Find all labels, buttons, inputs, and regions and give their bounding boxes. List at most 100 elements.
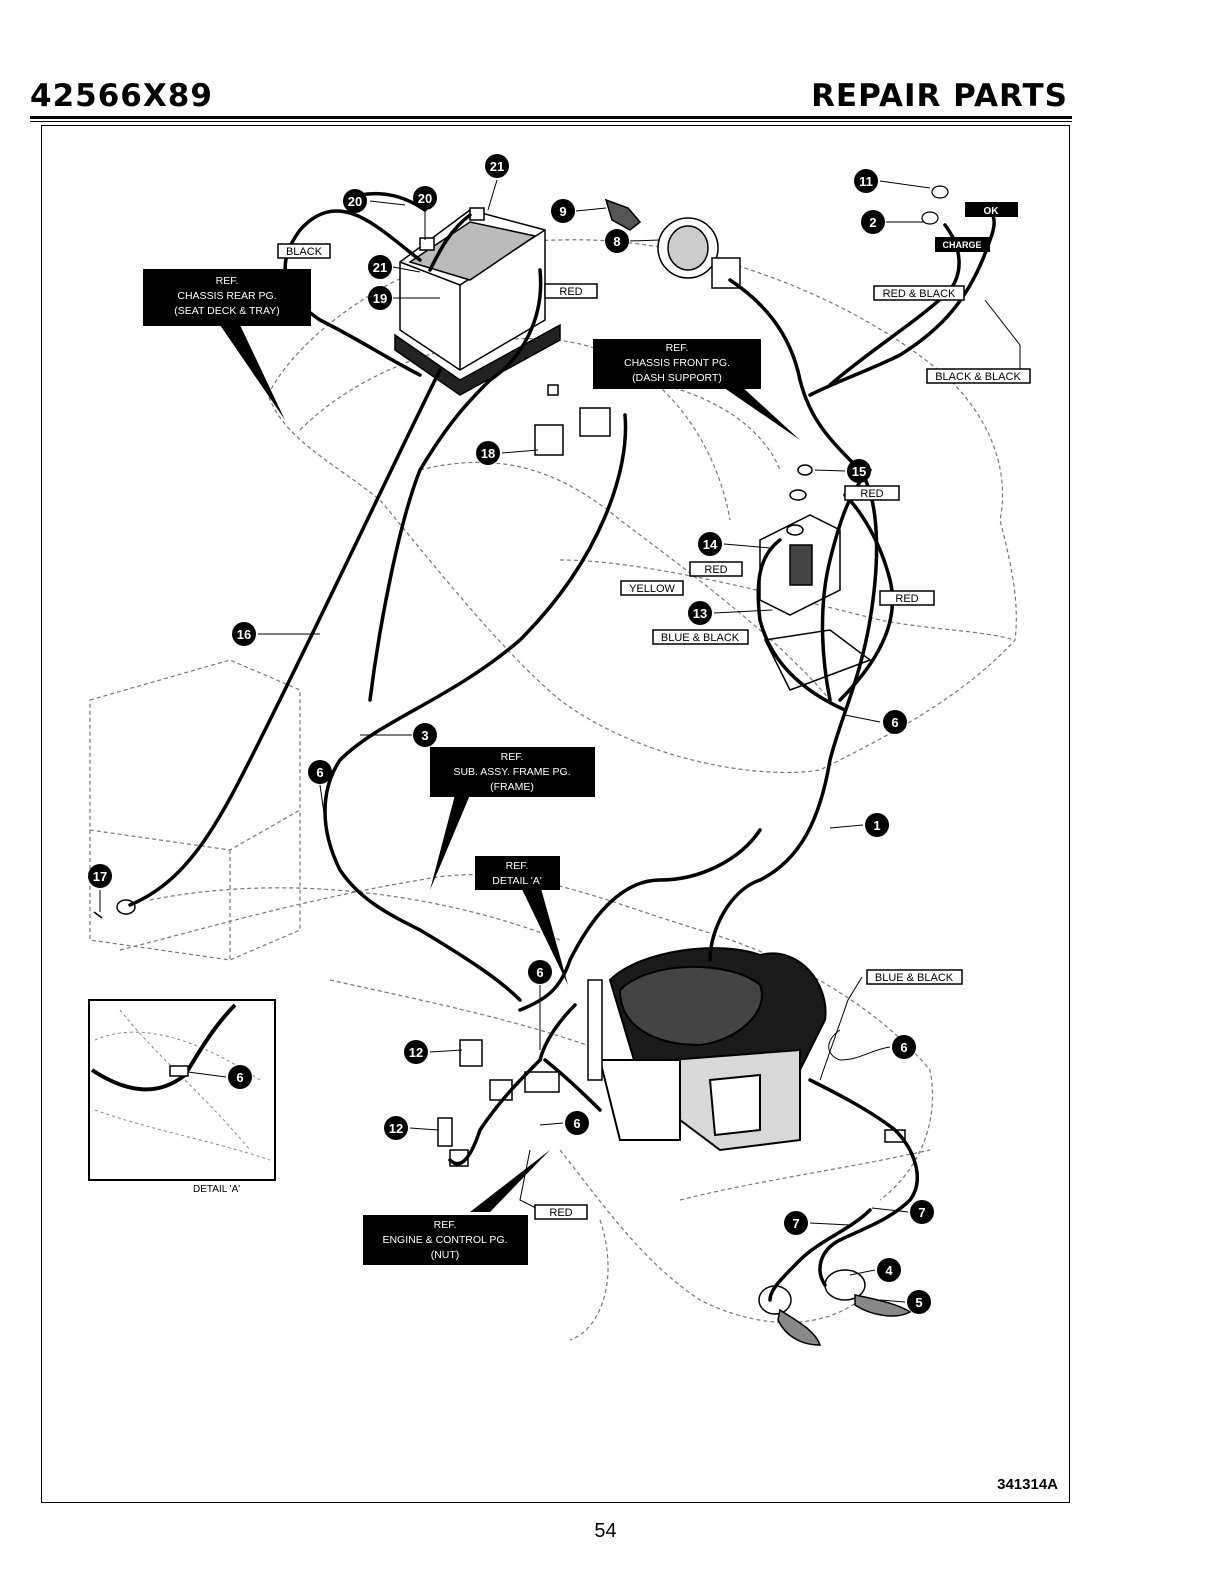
detail-a-label: DETAIL 'A' bbox=[193, 1184, 241, 1195]
svg-text:6: 6 bbox=[900, 1040, 907, 1055]
wire-tag-red: RED bbox=[534, 1204, 588, 1220]
page-number: 54 bbox=[594, 1520, 617, 1542]
leader-lines bbox=[99, 179, 1021, 1303]
svg-text:YELLOW: YELLOW bbox=[629, 583, 675, 595]
callout-marker: 7 bbox=[910, 1200, 934, 1224]
ref-front-line2: CHASSIS FRONT PG. bbox=[624, 357, 730, 369]
ref-box-frame: REF. SUB. ASSY. FRAME PG. (FRAME) bbox=[430, 747, 595, 797]
callout-marker: 2 bbox=[861, 210, 885, 234]
ref-frame-line2: SUB. ASSY. FRAME PG. bbox=[453, 766, 570, 778]
fuse-holders bbox=[437, 1039, 560, 1167]
callout-group: 21 20 20 21 19 9 8 11 2 18 15 14 13 16 6… bbox=[88, 154, 934, 1314]
svg-text:15: 15 bbox=[852, 464, 866, 479]
seat-switch bbox=[534, 384, 611, 456]
header-rule bbox=[30, 116, 1072, 119]
ref-detail-line1: REF. bbox=[506, 860, 529, 872]
callout-marker: 12 bbox=[384, 1116, 408, 1140]
callout-marker: 15 bbox=[847, 459, 871, 483]
header-rule-thin bbox=[30, 121, 1072, 122]
svg-text:6: 6 bbox=[316, 765, 323, 780]
ref-frame-line3: (FRAME) bbox=[490, 781, 534, 793]
svg-text:8: 8 bbox=[613, 234, 620, 249]
svg-text:5: 5 bbox=[915, 1295, 922, 1310]
wire-tag-red-black: RED & BLACK bbox=[873, 285, 965, 301]
indicator-lamps bbox=[921, 185, 949, 225]
callout-marker: 18 bbox=[476, 441, 500, 465]
callout-marker: 6 bbox=[883, 710, 907, 734]
callout-marker: 14 bbox=[698, 532, 722, 556]
callout-marker: 6 bbox=[892, 1035, 916, 1059]
callout-marker: 1 bbox=[865, 813, 889, 837]
ref-box-rear: REF. CHASSIS REAR PG. (SEAT DECK & TRAY) bbox=[143, 269, 311, 326]
callout-marker: 4 bbox=[877, 1258, 901, 1282]
svg-text:OK: OK bbox=[984, 206, 1000, 217]
svg-text:6: 6 bbox=[573, 1116, 580, 1131]
ref-front-line3: (DASH SUPPORT) bbox=[632, 372, 722, 384]
svg-text:BLACK & BLACK: BLACK & BLACK bbox=[935, 371, 1021, 383]
svg-text:3: 3 bbox=[421, 728, 428, 743]
page-title: REPAIR PARTS bbox=[811, 78, 1068, 114]
callout-marker: 6 bbox=[528, 960, 552, 984]
ref-box-engine: REF. ENGINE & CONTROL PG. (NUT) bbox=[363, 1215, 528, 1265]
svg-text:BLUE & BLACK: BLUE & BLACK bbox=[875, 972, 954, 984]
diagram-frame bbox=[41, 125, 1070, 1503]
svg-text:2: 2 bbox=[869, 215, 876, 230]
wire-tag-red: RED bbox=[844, 485, 900, 501]
callout-marker: 11 bbox=[854, 169, 878, 193]
callout-marker: 19 bbox=[368, 286, 392, 310]
svg-text:1: 1 bbox=[873, 818, 880, 833]
svg-text:RED & BLACK: RED & BLACK bbox=[883, 288, 956, 300]
svg-text:20: 20 bbox=[418, 191, 432, 206]
callout-marker: 21 bbox=[368, 255, 392, 279]
wire-tag-red: RED bbox=[544, 283, 598, 299]
svg-text:BLACK: BLACK bbox=[286, 246, 323, 258]
ref-engine-line1: REF. bbox=[434, 1219, 457, 1231]
wire-tag-red: RED bbox=[879, 590, 935, 606]
svg-text:19: 19 bbox=[373, 291, 387, 306]
svg-text:BLUE & BLACK: BLUE & BLACK bbox=[661, 632, 740, 644]
wire-tag-black-black: BLACK & BLACK bbox=[926, 368, 1031, 384]
svg-text:11: 11 bbox=[859, 174, 873, 189]
ref-engine-line2: ENGINE & CONTROL PG. bbox=[382, 1234, 507, 1246]
svg-text:CHARGE: CHARGE bbox=[942, 240, 981, 250]
svg-text:20: 20 bbox=[348, 194, 362, 209]
callout-marker: 5 bbox=[907, 1290, 931, 1314]
ref-rear-line2: CHASSIS REAR PG. bbox=[177, 290, 276, 302]
svg-text:18: 18 bbox=[481, 446, 495, 461]
callout-marker: 21 bbox=[485, 154, 509, 178]
wire-tag-blue-black: BLUE & BLACK bbox=[652, 629, 749, 645]
model-number: 42566X89 bbox=[30, 78, 213, 114]
svg-text:9: 9 bbox=[559, 204, 566, 219]
svg-text:RED: RED bbox=[895, 593, 918, 605]
svg-text:21: 21 bbox=[373, 260, 387, 275]
ref-front-line1: REF. bbox=[666, 342, 689, 354]
svg-text:7: 7 bbox=[792, 1216, 799, 1231]
svg-text:4: 4 bbox=[885, 1263, 893, 1278]
svg-text:7: 7 bbox=[918, 1205, 925, 1220]
wire-tag-blue-black: BLUE & BLACK bbox=[866, 969, 963, 985]
svg-text:6: 6 bbox=[891, 715, 898, 730]
svg-text:14: 14 bbox=[703, 537, 718, 552]
ref-detail-line2: DETAIL 'A' bbox=[492, 875, 542, 887]
battery bbox=[394, 207, 561, 396]
callout-marker: 3 bbox=[413, 723, 437, 747]
callout-marker: 17 bbox=[88, 864, 112, 888]
svg-text:12: 12 bbox=[389, 1121, 403, 1136]
callout-marker: 7 bbox=[784, 1211, 808, 1235]
callout-marker: 6 bbox=[228, 1065, 252, 1089]
engine bbox=[587, 947, 827, 1152]
svg-text:6: 6 bbox=[536, 965, 543, 980]
svg-text:21: 21 bbox=[490, 159, 504, 174]
svg-text:RED: RED bbox=[704, 564, 727, 576]
svg-text:RED: RED bbox=[549, 1207, 572, 1219]
ref-pointers bbox=[220, 325, 800, 1212]
svg-text:RED: RED bbox=[860, 488, 883, 500]
callout-marker: 6 bbox=[308, 760, 332, 784]
ref-engine-line3: (NUT) bbox=[431, 1249, 460, 1261]
ignition-switch bbox=[604, 198, 741, 289]
callout-marker: 12 bbox=[404, 1040, 428, 1064]
ref-rear-line3: (SEAT DECK & TRAY) bbox=[174, 305, 279, 317]
callout-marker: 6 bbox=[565, 1111, 589, 1135]
ref-rear-line1: REF. bbox=[216, 275, 239, 287]
